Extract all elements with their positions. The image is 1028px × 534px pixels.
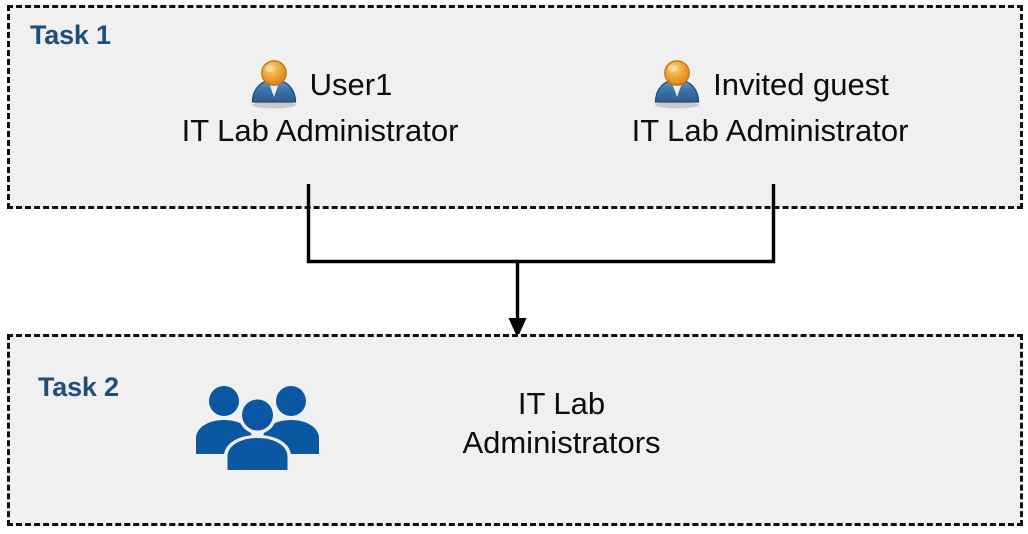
person-user1-row: User1 xyxy=(125,55,515,113)
person-user1-role: IT Lab Administrator xyxy=(181,113,459,148)
task-1-label: Task 1 xyxy=(30,20,111,50)
person-invited-guest-row: Invited guest xyxy=(565,55,975,113)
group-name-label: IT Lab Administrators xyxy=(462,386,661,460)
person-user1-name: User1 xyxy=(309,66,393,102)
person-invited-guest-role: IT Lab Administrator xyxy=(631,113,909,148)
user-group-icon xyxy=(196,386,319,470)
task-2-label: Task 2 xyxy=(38,372,119,402)
person-user1: User1 IT Lab Administrator xyxy=(125,55,515,148)
group-row: IT Lab Administrators xyxy=(190,378,770,470)
task-2-container xyxy=(7,334,1023,526)
person-invited-guest: Invited guest IT Lab Administrator xyxy=(565,55,975,148)
person-invited-guest-name: Invited guest xyxy=(713,66,889,102)
user-icon xyxy=(654,60,700,109)
task-1-container xyxy=(7,5,1023,209)
user-icon xyxy=(251,60,296,109)
